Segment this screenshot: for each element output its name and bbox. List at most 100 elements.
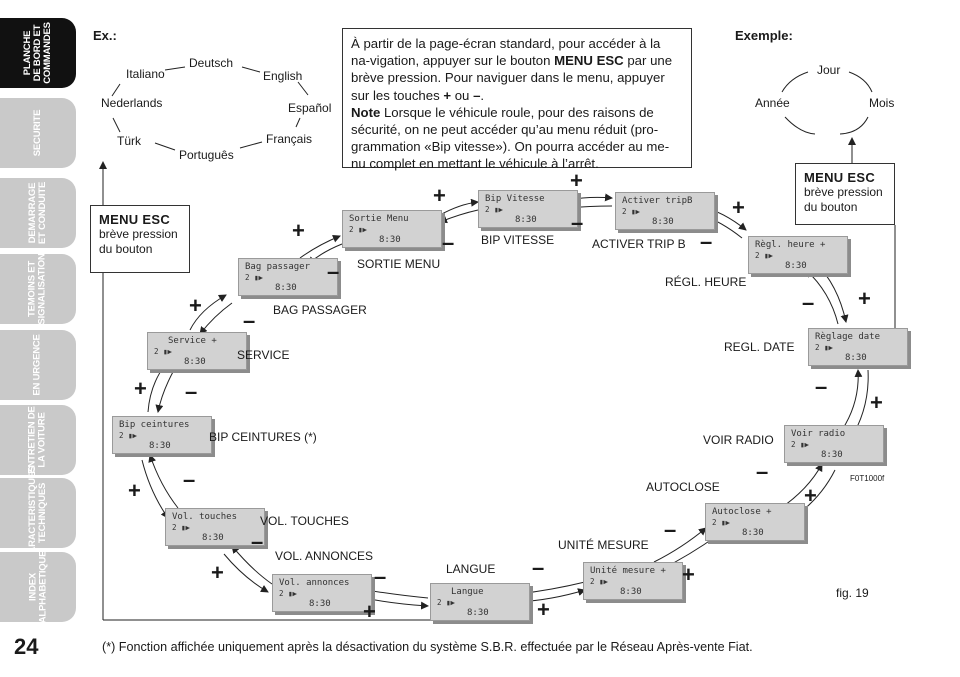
chapter-sidebar: PLANCHE DE BORD ET COMMANDES SECURITE DE…	[0, 0, 80, 677]
screen-label: LANGUE	[446, 562, 496, 576]
minus-sign: –	[374, 564, 387, 589]
screen-label: VOL. ANNONCES	[275, 549, 374, 563]
tab-caracteristiques[interactable]: CARACTERISTIQUES TECHNIQUES	[0, 466, 76, 560]
plus-sign: +	[870, 390, 883, 415]
minus-sign: –	[442, 230, 455, 255]
lcd-time: 8:30	[821, 450, 843, 460]
plus-sign: +	[537, 597, 550, 622]
tab-entretien[interactable]: ENTRETIEN DE LA VOITURE	[0, 405, 76, 475]
lcd-status: 2 ▮▶	[279, 589, 298, 598]
lcd-status: 2 ▮▶	[349, 225, 368, 234]
tab-planche-de-bord[interactable]: PLANCHE DE BORD ET COMMANDES	[0, 18, 76, 88]
intro-text: par une brève pression. Pour naviguer da…	[351, 53, 673, 103]
date-item: Jour	[817, 63, 841, 77]
lcd-text: Voir radio	[791, 429, 846, 439]
lcd-text: Langue	[451, 587, 484, 597]
minus-sign: –	[664, 517, 677, 542]
lcd-status: 2 ▮▶	[172, 523, 191, 532]
lcd-time: 8:30	[275, 283, 297, 293]
minus-sign: –	[571, 210, 584, 235]
plus-sign: +	[682, 562, 695, 587]
menu-esc-box-left: MENU ESC brève pression du bouton	[90, 205, 190, 273]
lcd-text: Autoclose +	[712, 507, 772, 517]
plus-sign: +	[189, 293, 202, 318]
figure-caption: fig. 19	[836, 586, 869, 600]
lcd-status: 2 ▮▶	[791, 440, 810, 449]
lcd-screen: Règl. heure +2 ▮▶8:30	[748, 236, 848, 274]
lcd-status: 2 ▮▶	[815, 343, 834, 352]
lcd-status: 2 ▮▶	[154, 347, 173, 356]
screen-label: AUTOCLOSE	[646, 480, 720, 494]
lang-item: Português	[179, 148, 234, 162]
lang-item: Türk	[117, 134, 141, 148]
tab-temoins[interactable]: TEMOINS ET SIGNALISATION	[0, 253, 76, 325]
lcd-time: 8:30	[620, 587, 642, 597]
plus-sign: +	[292, 218, 305, 243]
lcd-text: Sortie Menu	[349, 214, 409, 224]
plus-sign: +	[134, 376, 147, 401]
lcd-time: 8:30	[515, 215, 537, 225]
lcd-time: 8:30	[309, 599, 331, 609]
plus-sign: +	[858, 286, 871, 311]
date-item: Mois	[869, 96, 895, 110]
minus-sign: –	[183, 467, 196, 492]
minus-sign: –	[251, 529, 264, 554]
minus-sign: –	[802, 290, 815, 315]
screen-label: SORTIE MENU	[357, 257, 441, 271]
lcd-text: Service +	[168, 336, 217, 346]
lcd-text: Règlage date	[815, 332, 881, 342]
tab-demarrage[interactable]: DEMARRAGE ET CONDUITE	[0, 178, 76, 248]
screen-label: VOIR RADIO	[703, 433, 774, 447]
lang-item: Italiano	[126, 67, 165, 81]
minus-sign: –	[756, 459, 769, 484]
screen-label: REGL. DATE	[724, 340, 795, 354]
tab-en-urgence[interactable]: EN URGENCE	[0, 330, 76, 400]
example-label: Ex.:	[93, 28, 117, 43]
tab-index[interactable]: INDEX ALPHABETIQUE	[0, 551, 76, 623]
menu-esc-line: brève pression	[804, 185, 883, 199]
minus-sign: –	[815, 374, 828, 399]
lcd-status: 2 ▮▶	[712, 518, 731, 527]
screen-label: RÉGL. HEURE	[665, 275, 747, 289]
note-label: Note	[351, 104, 381, 120]
menu-esc-title: MENU ESC	[804, 170, 876, 185]
plus-sign: +	[433, 183, 446, 208]
plus-sign: +	[211, 560, 224, 585]
lcd-status: 2 ▮▶	[590, 577, 609, 586]
lcd-text: Bip ceintures	[119, 420, 190, 430]
lcd-status: 2 ▮▶	[437, 598, 456, 607]
lcd-text: Règl. heure +	[755, 240, 826, 250]
screen-label: SERVICE	[237, 348, 290, 362]
date-item: Année	[755, 96, 790, 110]
tab-securite[interactable]: SECURITE	[0, 98, 76, 168]
intro-text: .	[480, 87, 485, 103]
menu-esc-line: brève pression	[99, 227, 178, 241]
screen-label: BIP VITESSE	[481, 233, 555, 247]
screen-label: ACTIVER TRIP B	[592, 237, 686, 251]
note-text: Lorsque le véhicule roule, pour des rais…	[351, 104, 670, 172]
lcd-status: 2 ▮▶	[485, 205, 504, 214]
plus-sign: +	[804, 483, 817, 508]
lcd-time: 8:30	[845, 353, 867, 363]
lang-item: Nederlands	[101, 96, 163, 110]
lcd-text: Vol. annonces	[279, 578, 350, 588]
intro-text-box: À partir de la page-écran standard, pour…	[342, 28, 692, 171]
minus-sign: –	[327, 259, 340, 284]
screen-label: BAG PASSAGER	[273, 303, 367, 317]
screen-label: UNITÉ MESURE	[558, 538, 649, 552]
lcd-time: 8:30	[652, 217, 674, 227]
lcd-time: 8:30	[785, 261, 807, 271]
lcd-text: Bip Vitesse	[485, 194, 545, 204]
menu-esc-keyword: MENU ESC	[554, 53, 624, 69]
minus-key: –	[473, 87, 481, 103]
screen-label: VOL. TOUCHES	[260, 514, 349, 528]
menu-esc-line: du bouton	[804, 200, 858, 214]
minus-sign: –	[532, 555, 545, 580]
plus-sign: +	[570, 168, 583, 193]
